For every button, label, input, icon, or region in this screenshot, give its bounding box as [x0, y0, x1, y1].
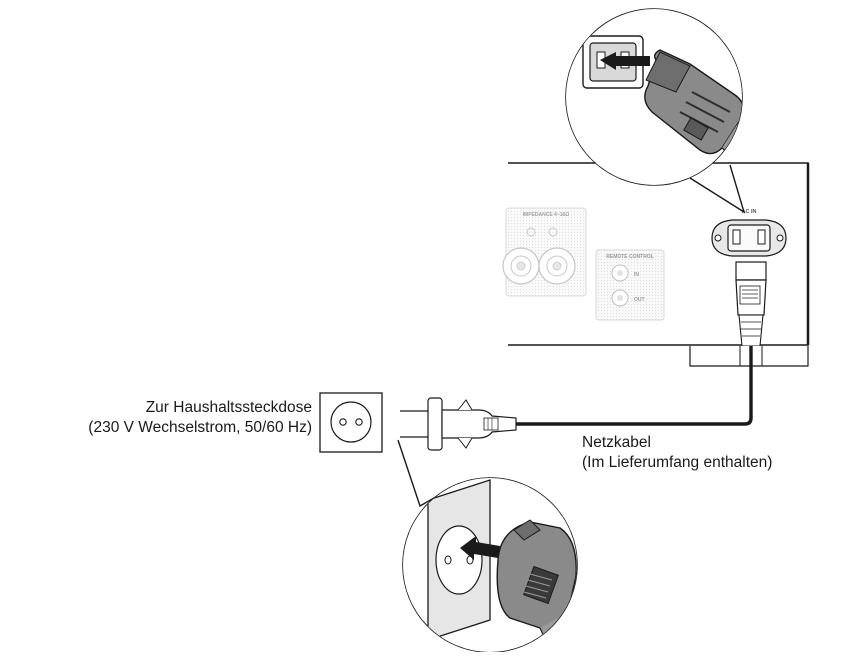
remote-control-label: REMOTE CONTROL — [606, 254, 654, 260]
ac-in-inlet: AC IN — [711, 209, 787, 257]
outlet-label: Zur Haushaltssteckdose (230 V Wechselstr… — [0, 398, 312, 438]
cable-label-line2: (Im Lieferumfang enthalten) — [582, 454, 773, 471]
power-cable — [515, 346, 753, 426]
device-cable-connector — [735, 261, 767, 347]
ac-in-label: AC IN — [742, 209, 757, 215]
outlet-label-line2: (230 V Wechselstrom, 50/60 Hz) — [88, 419, 312, 436]
cable-label: Netzkabel (Im Lieferumfang enthalten) — [582, 433, 772, 473]
outlet-label-line1: Zur Haushaltssteckdose — [145, 399, 312, 416]
inlet-zoom-callout — [565, 8, 746, 214]
outlet-zoom-callout — [397, 439, 578, 653]
remote-out-label: OUT — [634, 297, 645, 303]
remote-control-panel: REMOTE CONTROL IN OUT — [595, 249, 665, 321]
speaker-terminals: IMPEDANCE 4~16Ω — [502, 207, 587, 297]
wall-outlet — [319, 392, 383, 453]
impedance-label: IMPEDANCE 4~16Ω — [523, 212, 570, 218]
rear-panel: IMPEDANCE 4~16Ω REMOTE CONTROL IN OUT AC… — [502, 162, 810, 367]
cable-label-line1: Netzkabel — [582, 434, 651, 451]
remote-in-label: IN — [634, 272, 639, 278]
mains-plug — [400, 397, 517, 451]
